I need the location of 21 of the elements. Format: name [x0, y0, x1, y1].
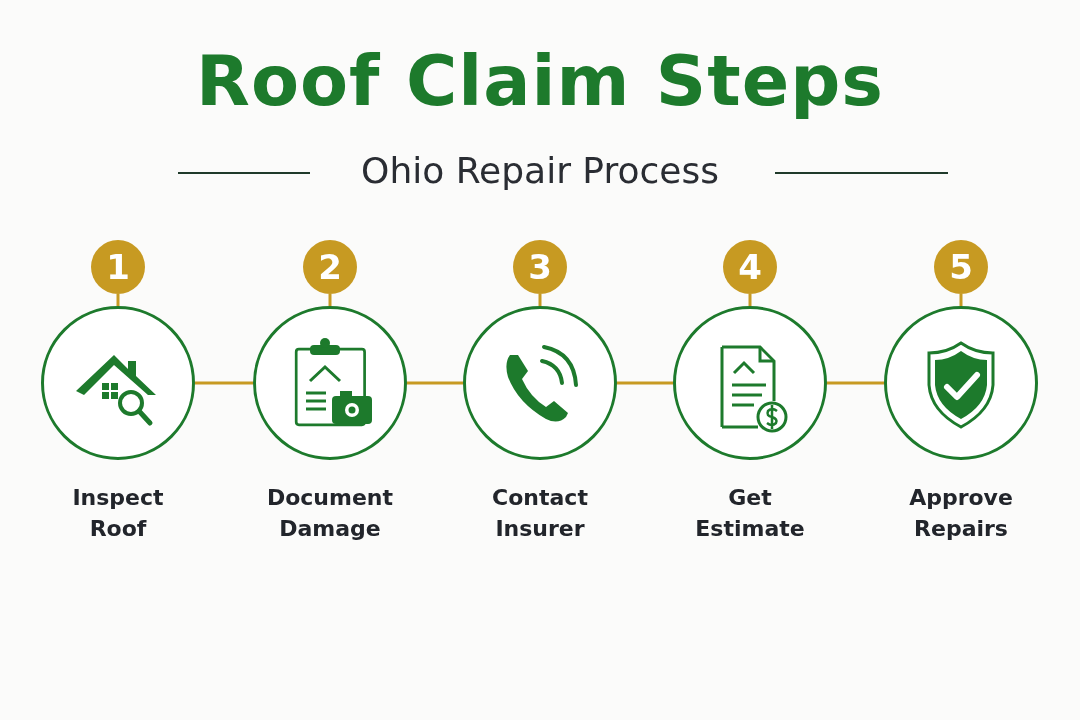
step-label: Document Damage [265, 484, 395, 543]
step-label: Approve Repairs [908, 484, 1014, 543]
connector-line [328, 294, 332, 306]
connector-line [116, 294, 120, 306]
subtitle: Ohio Repair Process [361, 150, 719, 191]
connector-line [827, 381, 884, 385]
connector-line [195, 381, 253, 385]
step-number-badge: 4 [723, 240, 777, 294]
step-label: Get Estimate [694, 484, 806, 543]
step-label: Contact Insurer [491, 484, 589, 543]
step-number-badge: 3 [513, 240, 567, 294]
connector-line [617, 381, 673, 385]
step-number-badge: 2 [303, 240, 357, 294]
connector-line [407, 381, 463, 385]
title: Roof Claim Steps [196, 40, 884, 122]
connector-line [959, 294, 963, 306]
connector-line [538, 294, 542, 306]
step-number-badge: 1 [91, 240, 145, 294]
step-number-badge: 5 [934, 240, 988, 294]
connector-line [748, 294, 752, 306]
step-label: Inspect Roof [71, 484, 165, 543]
